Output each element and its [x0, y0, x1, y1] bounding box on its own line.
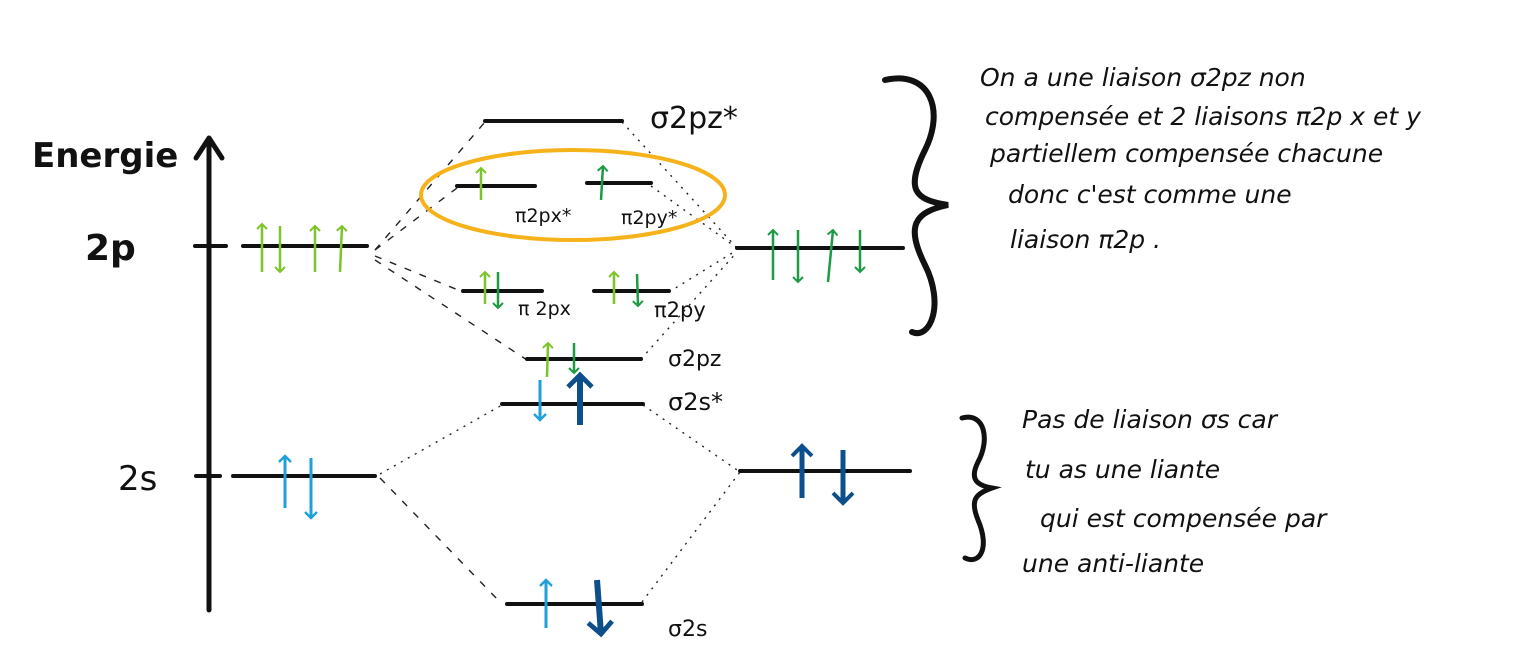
svg-text:π 2px: π 2px — [518, 298, 571, 320]
electron-down-arrow-icon — [586, 579, 614, 638]
antibonding-pi-highlight — [419, 148, 727, 242]
electron-up-arrow-icon — [597, 164, 609, 201]
svg-text:π2py: π2py — [654, 298, 706, 322]
mo-sigma2s: σ2s — [505, 578, 707, 642]
axis-arrow-icon — [193, 135, 225, 161]
electron-up-arrow-icon — [542, 341, 554, 378]
mo-sigma2pz-star: σ2pz* — [483, 101, 738, 136]
svg-text:qui est compensée par: qui est compensée par — [1040, 504, 1328, 533]
left-2s-orbital — [231, 454, 377, 520]
brace-bottom — [959, 414, 1002, 562]
svg-text:π2py*: π2py* — [621, 207, 677, 229]
svg-text:compensée et 2 liaisons π2p x: compensée et 2 liaisons π2p x et y — [985, 102, 1422, 131]
left-2p-orbital — [241, 222, 369, 274]
note-bottom: Pas de liaison σs car tu as une liante q… — [1022, 405, 1328, 578]
svg-text:π2px*: π2px* — [515, 205, 571, 227]
svg-text:σ2s*: σ2s* — [668, 388, 723, 416]
mo-pi2py-star: π2py* — [585, 164, 677, 229]
right-2s-orbital — [738, 443, 912, 506]
mo-pi2py: π2py — [592, 270, 706, 322]
svg-text:tu as une liante: tu as une liante — [1025, 455, 1220, 484]
energy-axis: Energie 2p 2s — [32, 135, 228, 613]
electron-up-arrow-icon — [826, 228, 839, 283]
electron-down-arrow-icon — [632, 273, 644, 308]
svg-text:une anti-liante: une anti-liante — [1022, 549, 1204, 578]
svg-text:σ2s: σ2s — [668, 617, 707, 642]
svg-text:donc c'est comme une: donc c'est comme une — [1008, 180, 1292, 209]
svg-text:liaison π2p .: liaison π2p . — [1010, 225, 1161, 254]
mo-sigma2s-star: σ2s* — [500, 371, 723, 425]
electron-up-arrow-icon — [336, 224, 348, 273]
svg-text:σ2pz: σ2pz — [668, 347, 721, 372]
label-2s: 2s — [118, 459, 157, 499]
mo-pi2px: π 2px — [461, 270, 571, 320]
svg-text:On a une liaison σ2pz non: On a une liaison σ2pz non — [980, 63, 1306, 92]
mo-sigma2pz: σ2pz — [525, 341, 721, 378]
correlation-lines — [374, 121, 741, 603]
right-2p-orbital — [735, 228, 905, 284]
axis-label: Energie — [32, 136, 178, 176]
brace-top — [882, 75, 949, 337]
note-top: On a une liaison σ2pz non compensée et 2… — [980, 63, 1422, 254]
svg-text:Pas de liaison σs car: Pas de liaison σs car — [1022, 405, 1279, 434]
svg-text:partiellem compensée chacune: partiellem compensée chacune — [989, 139, 1383, 168]
label-2p: 2p — [85, 228, 136, 269]
mo-pi2px-star: π2px* — [455, 166, 571, 227]
svg-text:σ2pz*: σ2pz* — [650, 101, 738, 136]
